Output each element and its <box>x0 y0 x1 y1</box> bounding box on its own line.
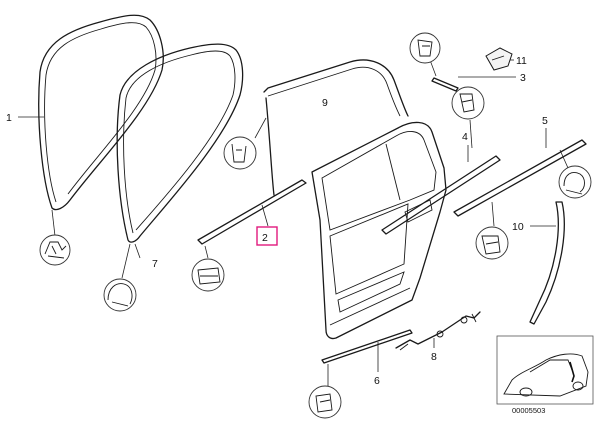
vehicle-thumbnail <box>496 335 594 405</box>
trim-strip-3[interactable] <box>431 77 459 92</box>
detail-circle-7 <box>103 278 137 312</box>
sill-strip-6[interactable] <box>321 329 413 364</box>
pillar-seal-10[interactable] <box>529 201 565 325</box>
callout-11: 11 <box>516 55 527 67</box>
callout-3: 3 <box>520 72 526 84</box>
callout-9: 9 <box>322 97 328 109</box>
callout-10: 10 <box>512 221 524 233</box>
seal-inner-7[interactable] <box>116 43 244 243</box>
seal-outer-1[interactable] <box>38 14 164 211</box>
detail-circle-6 <box>308 385 342 419</box>
belt-strip-2[interactable] <box>197 179 307 245</box>
callout-8: 8 <box>431 351 437 363</box>
callout-7: 7 <box>152 258 158 270</box>
callout-6: 6 <box>374 375 380 387</box>
callout-1: 1 <box>6 112 12 124</box>
callout-2: 2 <box>262 232 268 244</box>
detail-circle-1 <box>39 234 71 266</box>
outer-moulding-5[interactable] <box>453 139 587 217</box>
detail-circle-9 <box>223 136 257 170</box>
highlight-box-2 <box>256 226 278 246</box>
clip-11[interactable] <box>485 47 513 71</box>
rear-door-shell[interactable] <box>311 121 447 340</box>
detail-circle-5 <box>558 165 592 199</box>
window-strip-4[interactable] <box>381 155 501 235</box>
door-strap-8[interactable] <box>395 311 481 351</box>
callout-4: 4 <box>462 131 468 143</box>
callout-5: 5 <box>542 115 548 127</box>
window-channel-9[interactable] <box>263 59 409 196</box>
detail-circle-2 <box>191 258 225 292</box>
detail-circle-5b <box>475 226 509 260</box>
figure-number: 00005503 <box>512 406 545 415</box>
detail-circle-3 <box>409 32 441 64</box>
detail-circle-4 <box>451 86 485 120</box>
